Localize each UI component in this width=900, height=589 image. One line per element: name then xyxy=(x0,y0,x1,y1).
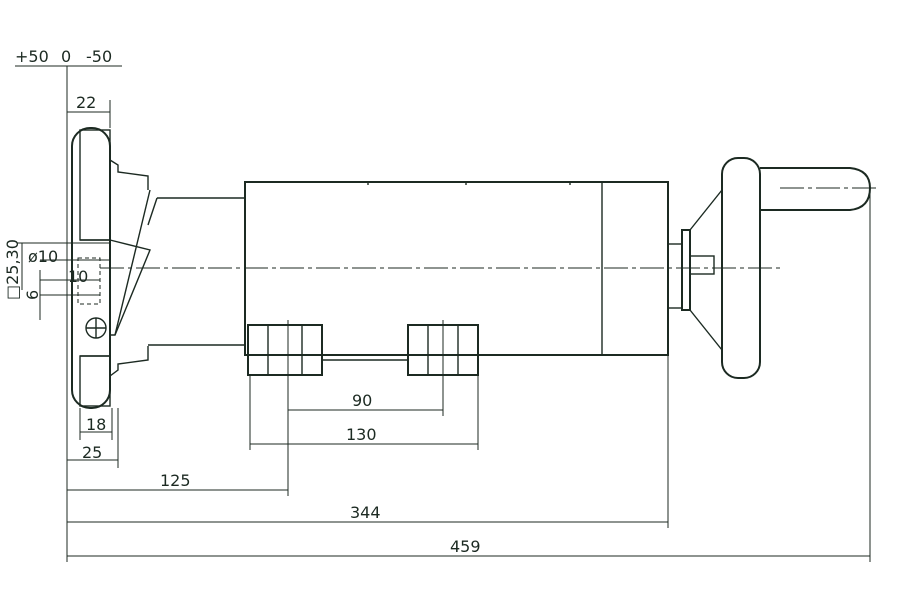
dim-18: 18 xyxy=(86,415,106,434)
clamp-blocks xyxy=(247,324,479,376)
scale-zero: 0 xyxy=(61,47,71,66)
dim-459: 459 xyxy=(450,537,481,556)
scale-indicator: +50 0 -50 xyxy=(15,47,122,562)
neck xyxy=(147,197,245,346)
dim-90: 90 xyxy=(352,391,372,410)
dim-130: 130 xyxy=(346,425,377,444)
left-detail-dims: ø10 10 □25,30 6 xyxy=(3,239,110,320)
dim-6: 6 xyxy=(23,290,42,300)
dimensions: 22 18 25 90 130 125 344 459 xyxy=(67,93,871,562)
dim-125: 125 xyxy=(160,471,191,490)
dim-10: 10 xyxy=(68,267,88,286)
scale-plus: +50 xyxy=(15,47,49,66)
dim-22: 22 xyxy=(76,93,96,112)
dim-25: 25 xyxy=(82,443,102,462)
dim-344: 344 xyxy=(350,503,381,522)
dim-phi10: ø10 xyxy=(28,247,58,266)
dim-sq25-30: □25,30 xyxy=(3,239,22,300)
scale-minus: -50 xyxy=(86,47,112,66)
